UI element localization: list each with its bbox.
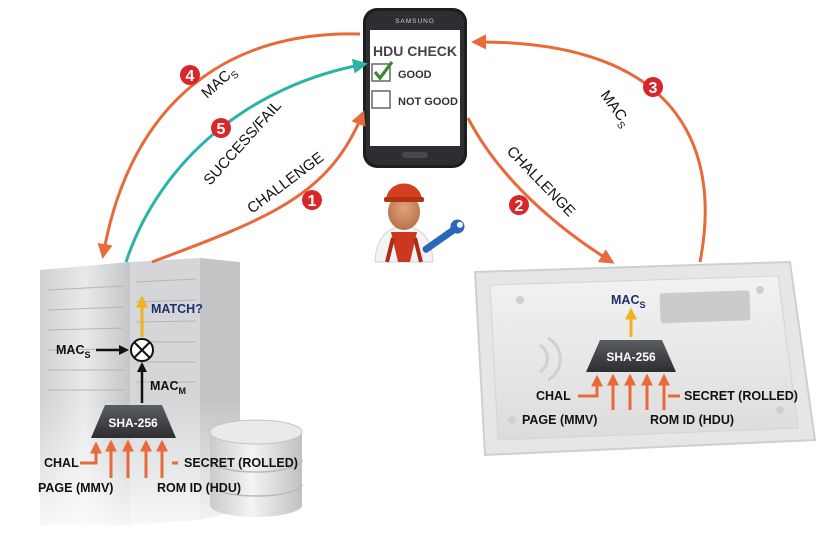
server-sha-label: SHA-256: [108, 416, 158, 430]
server-macs-label: MACS: [56, 343, 90, 360]
step-badge-3: 3: [643, 77, 663, 97]
step-badge-5: 5: [211, 118, 231, 138]
step-number-4: 4: [186, 68, 195, 85]
device-sha-label: SHA-256: [606, 350, 656, 364]
step-number-5: 5: [217, 121, 226, 138]
flow-4-label: MACS: [198, 62, 241, 104]
database-icon: [209, 419, 303, 517]
device-chal-label: CHAL: [536, 389, 571, 403]
flow-arrow-3-macs: [471, 34, 707, 263]
device-secret-label: SECRET (ROLLED): [684, 389, 798, 403]
good-option-label: GOOD: [398, 69, 432, 81]
step-number-1: 1: [308, 193, 317, 210]
device-sha-block: SHA-256: [586, 340, 676, 372]
server-page-label: PAGE (MMV): [38, 481, 113, 495]
server-chal-label: CHAL: [44, 456, 79, 470]
server-romid-label: ROM ID (HDU): [157, 481, 241, 495]
phone-screen: HDU CHECK GOOD NOT GOOD: [371, 43, 458, 109]
flow-arrow-2-challenge: [466, 117, 615, 264]
step-badge-1: 1: [302, 190, 322, 210]
phone-title: HDU CHECK: [373, 43, 457, 59]
step-badge-2: 2: [509, 195, 529, 215]
step-number-3: 3: [649, 80, 658, 97]
server-secret-label: SECRET (ROLLED): [184, 456, 298, 470]
not-good-checkbox[interactable]: [371, 90, 391, 109]
not-good-option-label: NOT GOOD: [398, 96, 458, 108]
smartphone: SAMSUNG: [363, 8, 467, 168]
server-sha-block: SHA-256: [91, 405, 176, 438]
device-mac-label: MACS: [611, 293, 645, 310]
phone-brand: SAMSUNG: [395, 18, 435, 25]
device-page-label: PAGE (MMV): [522, 413, 597, 427]
technician-icon: [374, 183, 465, 263]
flow-arrow-1-challenge: [151, 110, 366, 264]
comparator-icon: [130, 338, 154, 362]
flow-3-label: MACS: [594, 87, 634, 131]
server-chal-arrow: [80, 441, 102, 465]
step-badge-4: 4: [180, 65, 200, 85]
step-number-2: 2: [515, 198, 524, 215]
flow-arrow-4-macs: [97, 32, 361, 259]
flow-arrow-5-success-fail: [124, 58, 368, 263]
device-chal-arrow: [578, 374, 603, 398]
checkmark-icon: [373, 61, 394, 81]
device-romid-label: ROM ID (HDU): [650, 413, 734, 427]
match-label: MATCH?: [151, 302, 203, 316]
macm-label: MACM: [150, 379, 186, 396]
